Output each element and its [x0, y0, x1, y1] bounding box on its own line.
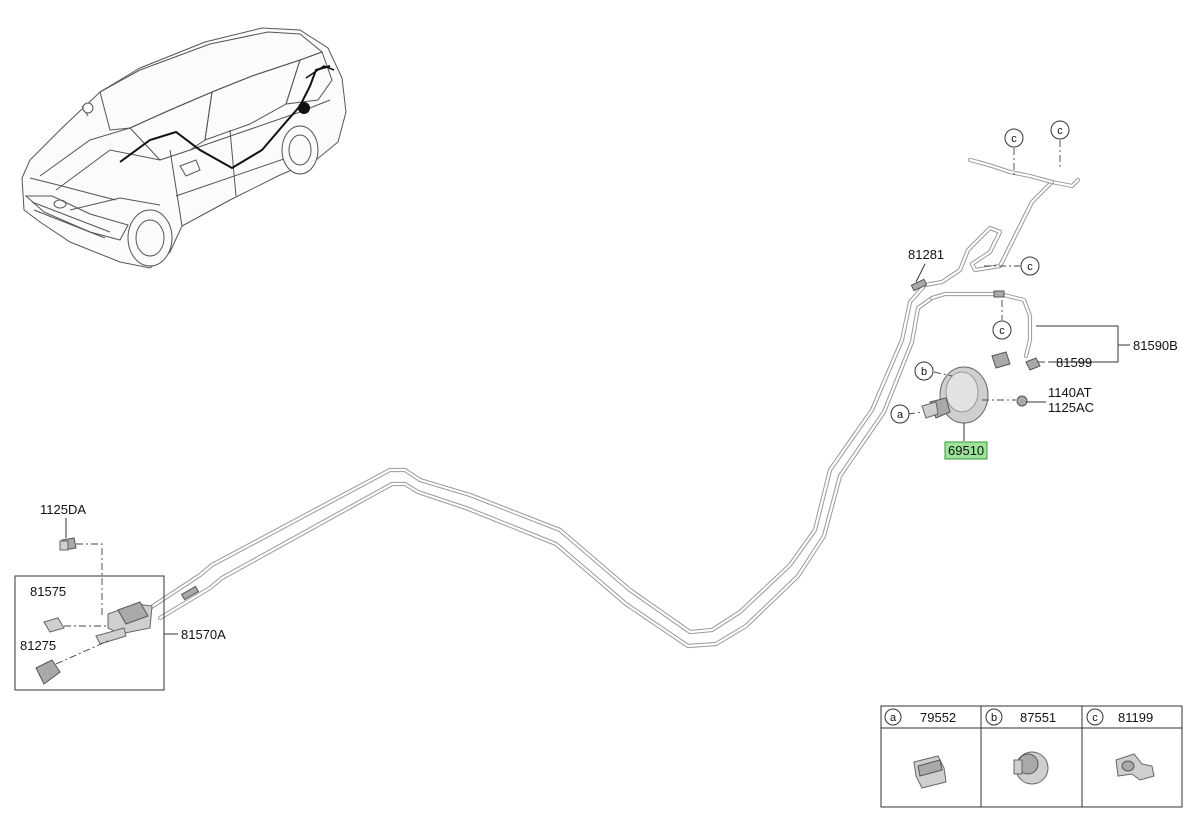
legend-part-81199: 81199 [1118, 710, 1153, 725]
ref-marker-c: c [1004, 128, 1024, 148]
reference-markers: c c c c b a [890, 120, 1070, 424]
ref-marker-a: a [890, 404, 910, 424]
label-81599: 81599 [1056, 355, 1092, 370]
release-cable [147, 157, 1081, 649]
highlight-box-69510 [944, 441, 988, 460]
legend-part-79552: 79552 [920, 710, 956, 725]
ref-marker-c: c [1020, 256, 1040, 276]
handle-detail-box [14, 575, 165, 691]
svg-text:c: c [999, 325, 1005, 337]
label-69510[interactable]: 69510 [948, 443, 984, 458]
label-1125AC: 1125AC [1048, 400, 1094, 415]
label-81590B: 81590B [1133, 338, 1178, 353]
ref-marker-b: b [914, 361, 934, 381]
label-81575: 81575 [30, 584, 66, 599]
svg-text:c: c [1011, 133, 1017, 145]
callout-labels: 81281 81590B 81599 1140AT 1125AC 69510 1… [20, 247, 1178, 653]
label-1125DA: 1125DA [40, 502, 86, 517]
svg-text:a: a [897, 409, 904, 421]
svg-text:c: c [1057, 125, 1063, 137]
legend-part-87551: 87551 [1020, 710, 1056, 725]
label-1140AT: 1140AT [1048, 385, 1092, 400]
ref-marker-c: c [992, 320, 1012, 340]
fuel-door-assembly [921, 351, 1041, 424]
svg-text:a: a [890, 712, 897, 724]
leader-lines [65, 263, 1130, 635]
label-81570A: 81570A [181, 627, 226, 642]
svg-text:b: b [921, 366, 927, 378]
ref-marker-c: c [1050, 120, 1070, 140]
svg-text:b: b [991, 712, 997, 724]
car-illustration [21, 27, 347, 269]
release-handle-assembly [14, 537, 165, 691]
legend-cell-b[interactable]: b 87551 [985, 708, 1056, 785]
svg-text:c: c [1027, 261, 1033, 273]
legend-table: a 79552 b 87551 c 81199 [880, 705, 1183, 808]
legend-cell-a[interactable]: a 79552 [884, 708, 956, 789]
legend-cell-c[interactable]: c 81199 [1086, 708, 1155, 781]
dash-guides [55, 140, 1061, 665]
label-81281: 81281 [908, 247, 944, 262]
label-81275: 81275 [20, 638, 56, 653]
svg-text:c: c [1092, 712, 1098, 724]
